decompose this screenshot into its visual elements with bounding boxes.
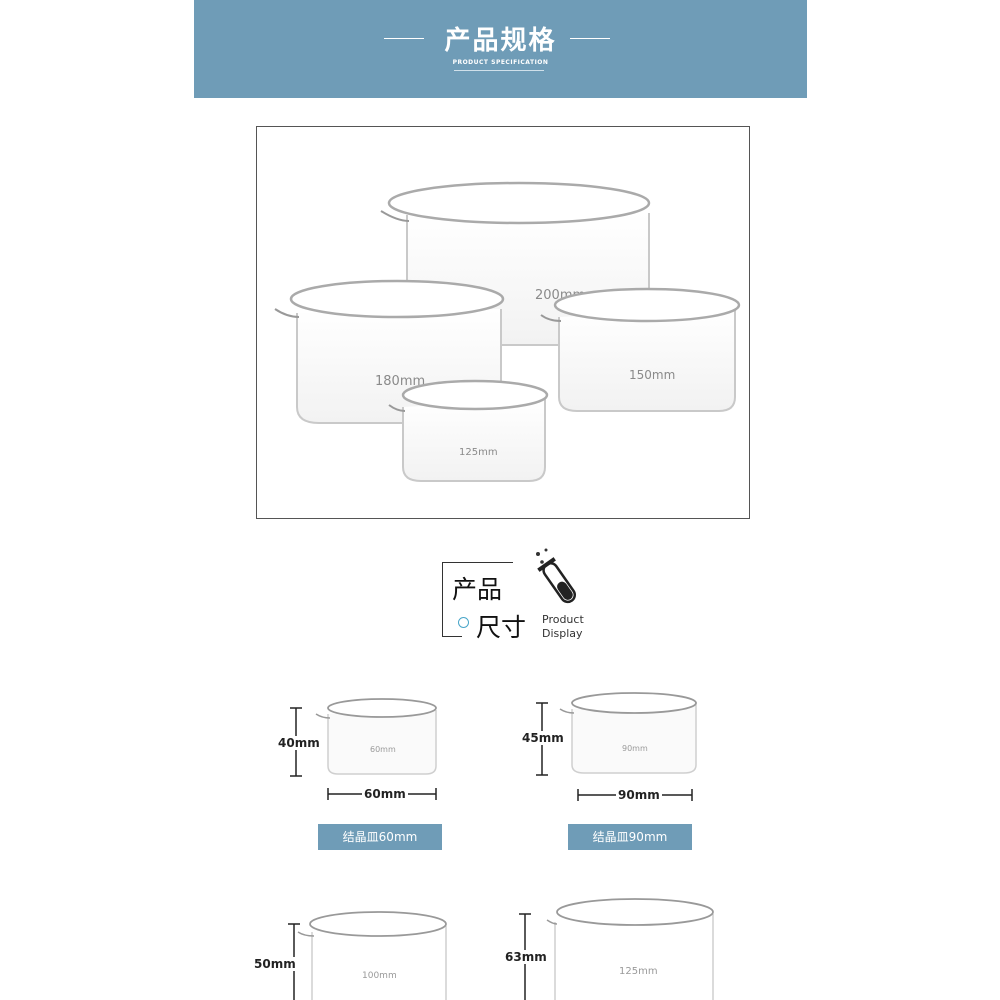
dish-label-60: 60mm <box>370 745 396 754</box>
spec-tag-60: 结晶皿60mm <box>318 824 442 850</box>
badge-dot-icon <box>458 617 469 628</box>
spec-tag-90: 结晶皿90mm <box>568 824 692 850</box>
spec-card-125: 125mm 63mm <box>505 890 725 1000</box>
dishes-illustration: 200mm 180mm 150mm 125mm <box>274 181 741 482</box>
dish-label-125-spec: 125mm <box>619 966 658 977</box>
badge-english-line2: Display <box>542 627 583 640</box>
dish-150: 150mm <box>540 287 741 412</box>
dish-125: 125mm <box>388 379 549 482</box>
dish-label-100: 100mm <box>362 971 397 981</box>
spec-card-100: 100mm 50mm <box>250 900 460 1000</box>
dish-diagram-90: 90mm <box>536 692 697 801</box>
banner-title: 产品规格 <box>444 26 557 56</box>
spec-banner: 产品规格 PRODUCT SPECIFICATION <box>194 0 807 98</box>
height-label-60: 40mm <box>278 736 320 750</box>
badge-frame-left <box>442 562 443 636</box>
height-label-100: 50mm <box>254 957 296 971</box>
dish-diagram-60: 60mm <box>290 698 437 800</box>
badge-line1: 产品 <box>452 575 503 604</box>
test-tube-icon <box>536 548 577 604</box>
dish-label-180: 180mm <box>375 374 425 389</box>
badge-frame-bottom <box>442 636 462 637</box>
banner-rule-left <box>384 38 424 39</box>
dish-label-90: 90mm <box>622 744 648 753</box>
dish-label-125: 125mm <box>459 447 498 458</box>
height-label-125: 63mm <box>505 950 547 964</box>
product-photo: 200mm 180mm 150mm 125mm <box>256 126 750 519</box>
width-label-90: 90mm <box>616 788 662 802</box>
badge-line2: 尺寸 <box>476 613 527 642</box>
product-size-badge: 产品 尺寸 Product Display <box>442 548 592 648</box>
badge-english-line1: Product <box>542 613 584 626</box>
banner-subtitle-rule <box>454 70 544 71</box>
spec-card-90: 90mm 45mm 90mm 结晶皿90mm <box>520 685 710 860</box>
height-label-90: 45mm <box>522 731 564 745</box>
badge-frame-top <box>442 562 513 563</box>
banner-subtitle: PRODUCT SPECIFICATION <box>452 59 549 66</box>
width-label-60: 60mm <box>362 787 408 801</box>
banner-rule-right <box>570 38 610 39</box>
dish-diagram-125: 125mm <box>519 898 714 1000</box>
spec-card-60: 60mm 40mm 60mm 结晶皿60mm <box>270 690 450 860</box>
dish-diagram-100: 100mm <box>288 911 447 1000</box>
dish-label-150: 150mm <box>629 368 675 382</box>
